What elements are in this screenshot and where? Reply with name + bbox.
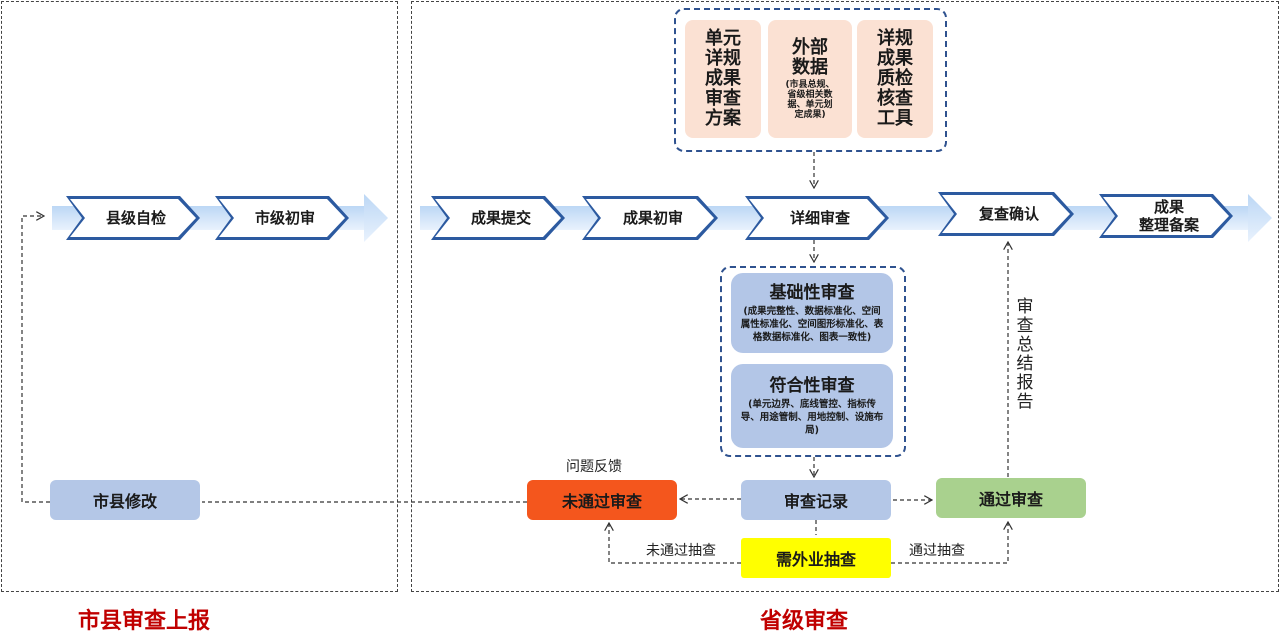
node-city-county-revise: 市县修改 bbox=[50, 480, 200, 520]
footer-provincial: 省级审查 bbox=[760, 609, 849, 634]
step-archive: 成果 整理备案 bbox=[1099, 194, 1233, 238]
source-external-data-text: 外部 数据 bbox=[792, 37, 828, 78]
conformity-review-desc: (单元边界、底线管控、指标传导、用途管制、用地控制、设施布局) bbox=[740, 398, 884, 436]
node-fail-review: 未通过审查 bbox=[527, 480, 677, 520]
source-qc-tool-text: 详规 成果 质检 核查 工具 bbox=[877, 28, 913, 129]
source-external-data: 外部 数据 (市县总规、 省级相关数 据、单元划 定成果) bbox=[768, 20, 852, 138]
label-spot-fail: 未通过抽查 bbox=[646, 543, 716, 559]
source-review-plan-text: 单元 详规 成果 审查 方案 bbox=[705, 28, 741, 129]
step-county-selfcheck-label: 县级自检 bbox=[70, 199, 196, 237]
label-spot-pass: 通过抽查 bbox=[909, 543, 965, 559]
region-provincial bbox=[411, 1, 1279, 592]
node-field-spot-check-label: 需外业抽查 bbox=[775, 550, 856, 569]
node-pass-review-label: 通过审查 bbox=[978, 490, 1043, 509]
basic-review: 基础性审查 (成果完整性、数据标准化、空间属性标准化、空间图形标准化、表格数据标… bbox=[731, 273, 893, 353]
input-sources-group bbox=[674, 8, 947, 152]
step-county-selfcheck: 县级自检 bbox=[66, 196, 200, 240]
step-submit-label: 成果提交 bbox=[435, 199, 561, 237]
basic-review-desc: (成果完整性、数据标准化、空间属性标准化、空间图形标准化、表格数据标准化、图表一… bbox=[740, 305, 884, 343]
node-fail-review-label: 未通过审查 bbox=[561, 492, 642, 511]
label-feedback: 问题反馈 bbox=[566, 459, 622, 475]
source-external-data-note: (市县总规、 省级相关数 据、单元划 定成果) bbox=[785, 80, 835, 120]
region-city-county bbox=[1, 1, 398, 592]
step-city-initial-review-label: 市级初审 bbox=[219, 199, 345, 237]
label-summary-report: 审查总结报告 bbox=[1014, 298, 1036, 412]
basic-review-title: 基础性审查 bbox=[769, 282, 855, 303]
step-detailed-review: 详细审查 bbox=[745, 196, 889, 240]
step-submit: 成果提交 bbox=[431, 196, 565, 240]
node-field-spot-check: 需外业抽查 bbox=[741, 538, 891, 578]
step-initial-review: 成果初审 bbox=[582, 196, 718, 240]
step-recheck-confirm-label: 复查确认 bbox=[942, 195, 1070, 233]
step-recheck-confirm: 复查确认 bbox=[938, 192, 1074, 236]
node-pass-review: 通过审查 bbox=[936, 478, 1086, 518]
review-checks-group bbox=[720, 266, 906, 457]
node-review-record: 审查记录 bbox=[741, 480, 891, 520]
source-review-plan: 单元 详规 成果 审查 方案 bbox=[685, 20, 761, 138]
conformity-review-title: 符合性审查 bbox=[769, 375, 855, 396]
node-city-county-revise-label: 市县修改 bbox=[92, 492, 157, 511]
step-city-initial-review: 市级初审 bbox=[215, 196, 349, 240]
footer-city-county: 市县审查上报 bbox=[78, 609, 211, 634]
step-archive-label: 成果 整理备案 bbox=[1103, 197, 1229, 235]
conformity-review: 符合性审查 (单元边界、底线管控、指标传导、用途管制、用地控制、设施布局) bbox=[731, 364, 893, 448]
step-detailed-review-label: 详细审查 bbox=[749, 199, 885, 237]
node-review-record-label: 审查记录 bbox=[783, 492, 848, 511]
step-initial-review-label: 成果初审 bbox=[586, 199, 714, 237]
source-qc-tool: 详规 成果 质检 核查 工具 bbox=[857, 20, 933, 138]
